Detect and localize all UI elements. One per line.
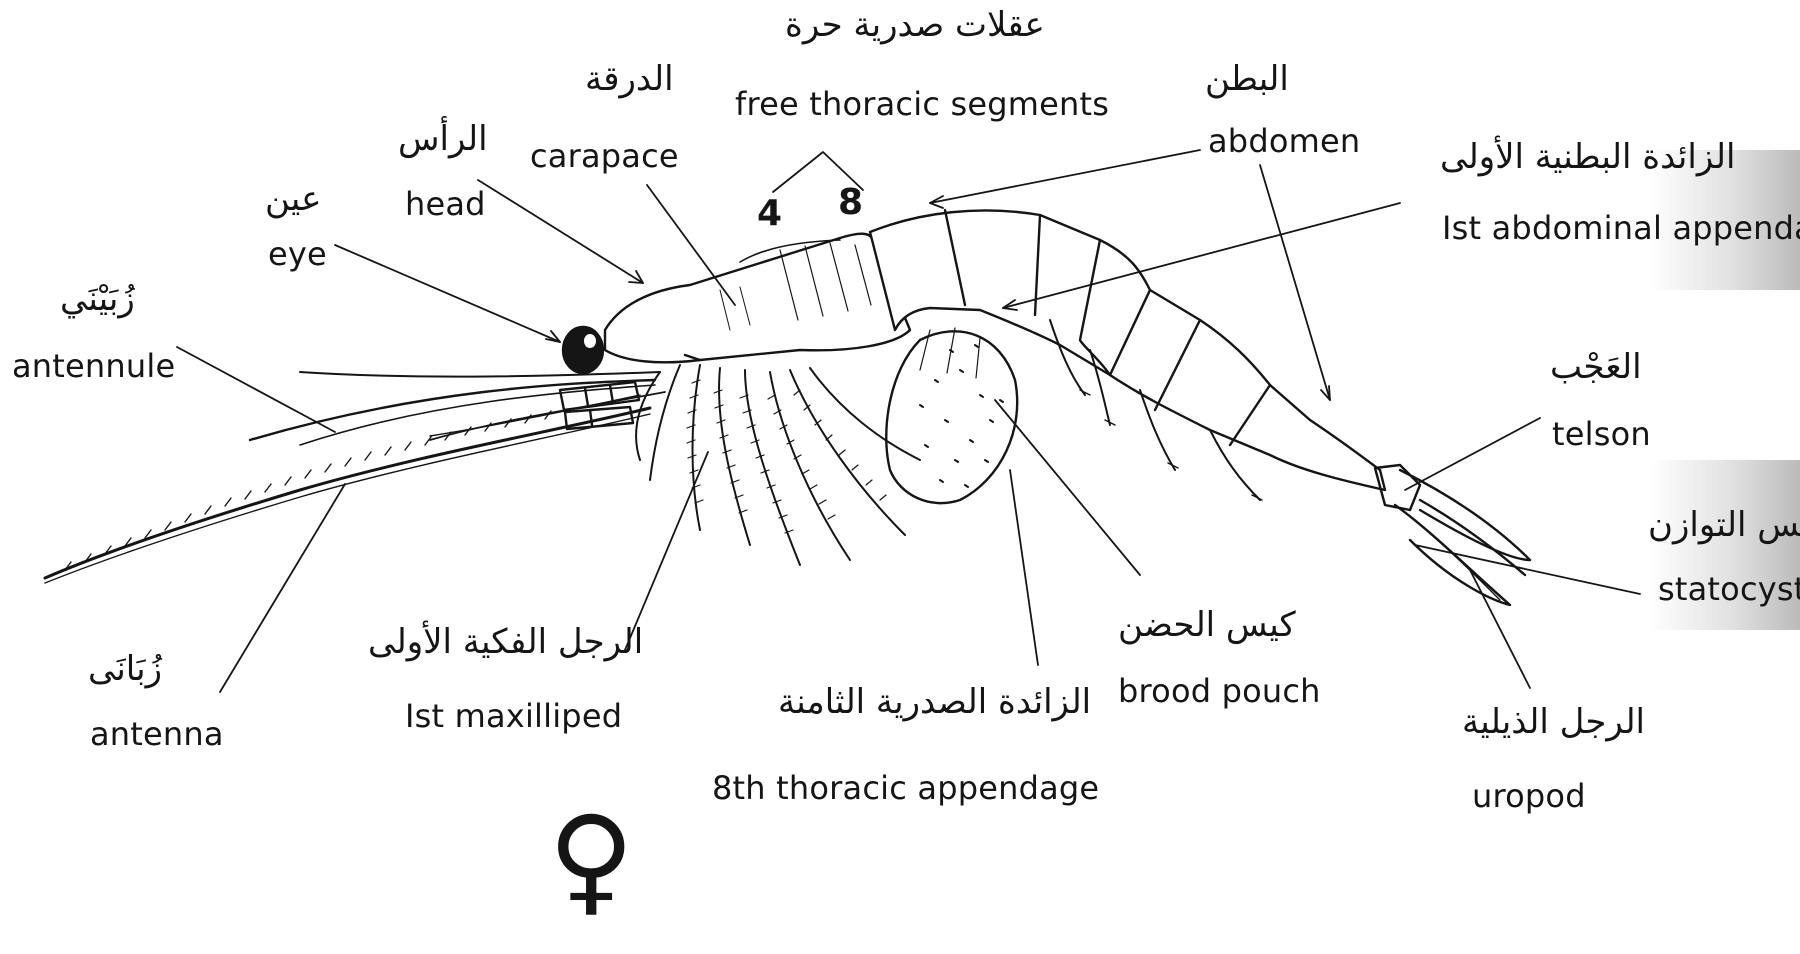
uropod-label-en: uropod [1472, 780, 1586, 812]
leader-1st-segment [1260, 165, 1330, 400]
free-thoracic-label-en: free thoracic segments [735, 88, 1109, 120]
segment-number-8: 8 [838, 185, 863, 221]
leader-head [478, 180, 643, 283]
statocyst-label-ar: كيس التوازن [1648, 508, 1800, 542]
antenna-flagellum [45, 408, 650, 583]
carapace-label-ar: الدرقة [585, 62, 674, 96]
antenna-label-en: antenna [90, 718, 224, 750]
thoracic-legs [636, 365, 920, 565]
antennule-label-en: antennule [12, 350, 175, 382]
telson-label-en: telson [1552, 418, 1651, 450]
head-label-en: head [405, 188, 486, 220]
abdomen-label-ar: البطن [1205, 62, 1289, 96]
head-label-ar: الرأس [398, 122, 488, 156]
leader-brood-pouch [995, 400, 1140, 575]
tail-fan [1375, 465, 1530, 605]
thoracic-appendage-label-en: 8th thoracic appendage [712, 772, 1099, 804]
leader-telson [1405, 418, 1540, 490]
statocyst-label-en: statocyst [1658, 573, 1800, 605]
leader-uropod [1470, 570, 1530, 688]
leader-antennule [177, 347, 335, 432]
abdominal-appendage-label-ar: الزائدة البطنية الأولى [1440, 140, 1735, 174]
segment-number-4: 4 [757, 196, 782, 232]
telson-label-ar: العَجْب [1550, 350, 1642, 384]
maxilliped-label-en: Ist maxilliped [405, 700, 622, 732]
thoracic-appendage-label-ar: الزائدة الصدرية الثامنة [778, 685, 1091, 719]
head-carapace [605, 234, 910, 363]
eye-label-en: eye [268, 238, 327, 270]
eye-label-ar: عين [265, 182, 321, 216]
leader-statocyst [1415, 545, 1640, 594]
brood-pouch-label-en: brood pouch [1118, 675, 1321, 707]
leader-abdomen [930, 150, 1200, 203]
free-thoracic-label-ar: عقلات صدرية حرة [785, 8, 1045, 42]
female-symbol: ♀ [548, 800, 634, 918]
maxilliped-label-ar: الرجل الفكية الأولى [368, 625, 643, 659]
antenna-label-ar: زُبَانَى [88, 652, 162, 686]
carapace-label-en: carapace [530, 140, 679, 172]
leader-thoracic-appendage [1010, 470, 1038, 665]
brood-pouch [886, 328, 1017, 503]
leader-maxilliped [625, 452, 708, 650]
abdominal-appendage-label-en: Ist abdominal appendage [1442, 212, 1800, 244]
abdomen-label-en: abdomen [1208, 125, 1360, 157]
eye [563, 327, 603, 373]
antennule-label-ar: زُبَيْنَي [60, 282, 135, 316]
brood-pouch-label-ar: كيس الحضن [1118, 608, 1296, 642]
leader-eye [335, 245, 560, 342]
uropod-label-ar: الرجل الذيلية [1462, 705, 1645, 739]
